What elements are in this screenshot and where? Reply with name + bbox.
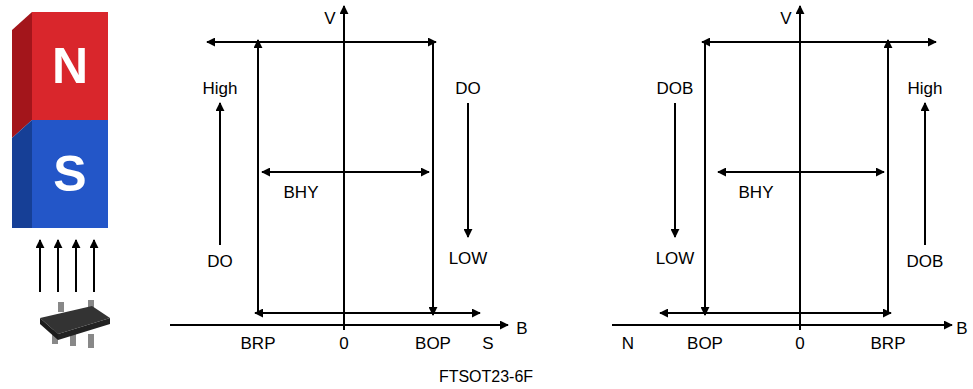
pole-name: N (622, 335, 634, 352)
axis-origin: 0 (795, 335, 804, 352)
threshold-name: BRP (241, 335, 276, 352)
caption: FTSOT23-6F (439, 369, 533, 385)
axis-name: B (516, 320, 527, 337)
level-name: LOW (449, 250, 488, 267)
hysteresis-name: BHY (284, 184, 319, 201)
axis-name: V (780, 10, 791, 27)
magnet (12, 12, 108, 228)
axis-name: V (324, 10, 335, 27)
right-chart (612, 6, 952, 330)
threshold-name: BOP (415, 335, 451, 352)
axis-origin: 0 (339, 335, 348, 352)
level-name: LOW (656, 250, 695, 267)
level-name: High (203, 80, 238, 97)
signal-name: DOB (907, 253, 944, 270)
signal-name: DO (455, 80, 481, 97)
pole-name: S (482, 335, 493, 352)
sensor-chip (40, 300, 110, 348)
left-chart (170, 6, 508, 330)
signal-name: DO (207, 253, 233, 270)
threshold-name: BOP (687, 335, 723, 352)
level-name: High (908, 80, 943, 97)
magnet-pole: S (53, 149, 86, 199)
signal-name: DOB (657, 80, 694, 97)
magnet-pole: N (52, 41, 88, 91)
threshold-name: BRP (871, 335, 906, 352)
axis-name: B (956, 320, 967, 337)
field-arrows (40, 240, 94, 292)
hysteresis-name: BHY (739, 184, 774, 201)
